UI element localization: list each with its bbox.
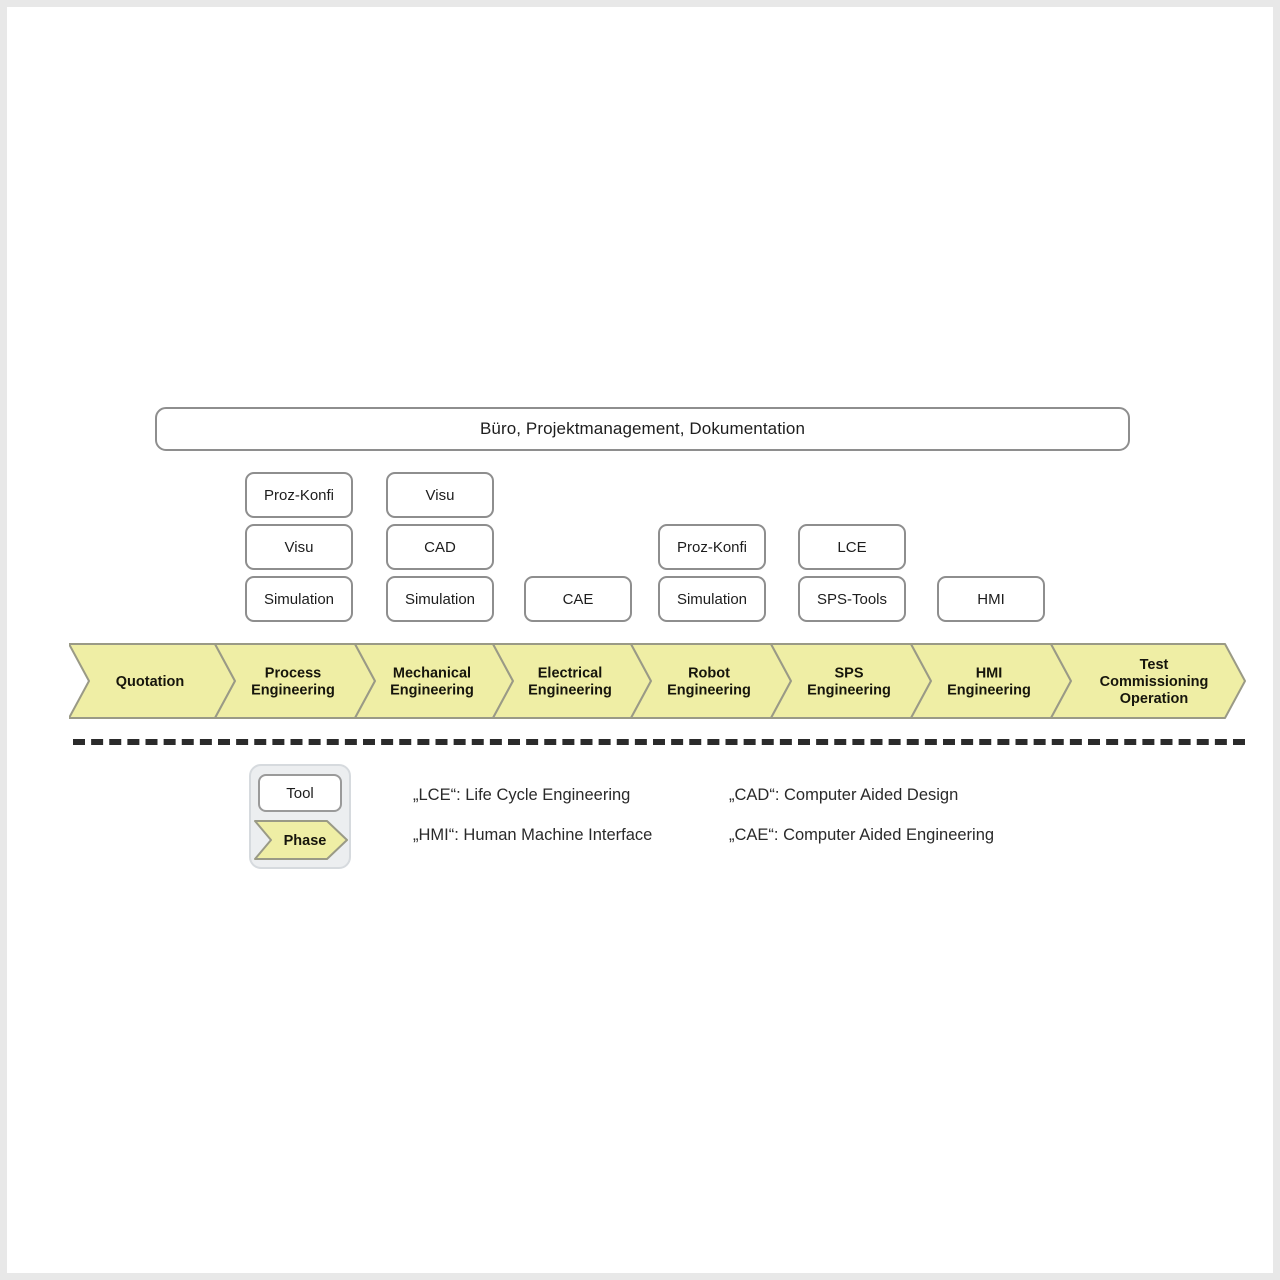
legend-phase-shape	[254, 820, 348, 860]
tool-box: CAE	[524, 576, 632, 622]
tool-box: Simulation	[245, 576, 353, 622]
tool-box: SPS-Tools	[798, 576, 906, 622]
tool-box: Proz-Konfi	[658, 524, 766, 570]
phase-label: Process	[265, 666, 321, 682]
tool-box-label: Simulation	[263, 590, 335, 608]
phase-label: Engineering	[947, 683, 1031, 699]
tool-box: Simulation	[658, 576, 766, 622]
tool-box: HMI	[937, 576, 1045, 622]
tool-box-label: Proz-Konfi	[263, 486, 335, 504]
tool-box-label: Proz-Konfi	[676, 538, 748, 556]
tool-box-label: Simulation	[676, 590, 748, 608]
tool-box: Simulation	[386, 576, 494, 622]
office-project-management-bar: Büro, Projektmanagement, Dokumentation	[155, 407, 1130, 451]
phase-label: Engineering	[807, 683, 891, 699]
tool-box: CAD	[386, 524, 494, 570]
phase-label: Engineering	[251, 683, 335, 699]
tool-box-label: CAD	[424, 538, 456, 556]
tool-box-label: Visu	[284, 538, 314, 556]
phase-label: Mechanical	[393, 666, 471, 682]
phase-label: SPS	[834, 666, 863, 682]
tool-box-label: CAE	[562, 590, 594, 608]
tool-box-label: Visu	[425, 486, 455, 504]
tool-box-label: HMI	[977, 590, 1005, 608]
phase-label: Robot	[688, 666, 730, 682]
legend-tool-label: Tool	[286, 784, 314, 802]
legend-tool-swatch: Tool	[258, 774, 342, 812]
phase-label: Test	[1140, 657, 1169, 673]
tool-box: LCE	[798, 524, 906, 570]
legend-phase-svg: Phase	[254, 820, 348, 860]
phase-label: HMI	[976, 666, 1003, 682]
tool-box: Visu	[245, 524, 353, 570]
abbreviation-line: „HMI“: Human Machine Interface	[413, 826, 653, 844]
phase-label: Electrical	[538, 666, 603, 682]
dashed-divider	[73, 739, 1245, 745]
phase-label: Engineering	[667, 683, 751, 699]
tool-box: Proz-Konfi	[245, 472, 353, 518]
phase-chevron-svg: QuotationProcessEngineeringMechanicalEng…	[69, 643, 1246, 719]
abbreviation-line: „CAD“: Computer Aided Design	[729, 786, 959, 804]
phase-label: Commissioning	[1100, 674, 1209, 690]
tool-box-label: Simulation	[404, 590, 476, 608]
legend-phase-swatch: Phase	[253, 819, 349, 861]
phase-label: Engineering	[528, 683, 612, 699]
phase-label: Operation	[1120, 691, 1188, 707]
tool-box-label: LCE	[837, 538, 867, 556]
tool-box: Visu	[386, 472, 494, 518]
office-bar-label: Büro, Projektmanagement, Dokumentation	[479, 419, 806, 438]
phase-label: Engineering	[390, 683, 474, 699]
tool-box-label: SPS-Tools	[816, 590, 888, 608]
phase-label: Quotation	[116, 674, 184, 690]
phase-chevron	[1050, 643, 1246, 719]
abbreviation-line: „CAE“: Computer Aided Engineering	[729, 826, 995, 844]
legend-phase-text: Phase	[284, 833, 327, 849]
abbreviation-line: „LCE“: Life Cycle Engineering	[413, 786, 631, 804]
